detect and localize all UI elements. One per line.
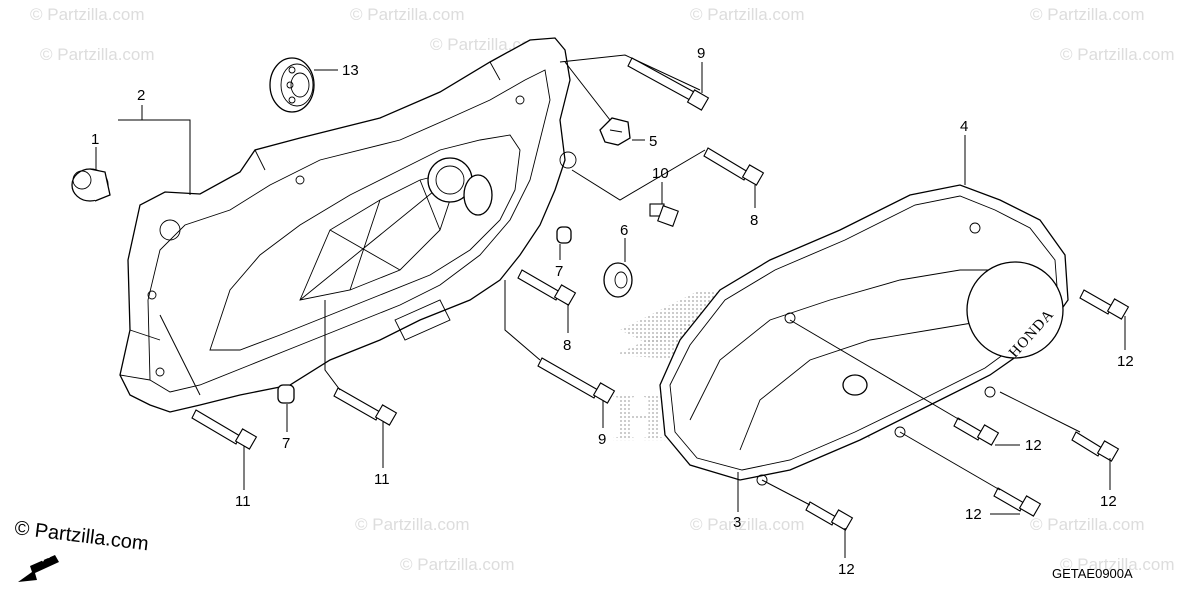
- brand-text: © Partzilla.com: [13, 517, 149, 555]
- callout-2: 2: [137, 87, 145, 104]
- bolt-11-mid: [333, 387, 398, 426]
- watermark-text: © Partzilla.com: [400, 555, 515, 574]
- callout-3: 3: [733, 514, 741, 531]
- callout-11: 11: [374, 471, 390, 488]
- callout-5: 5: [649, 133, 657, 150]
- bolt-9-top: [627, 57, 710, 111]
- callout-12: 12: [965, 506, 982, 523]
- callout-1: 1: [91, 131, 99, 148]
- callout-6: 6: [620, 222, 628, 239]
- clip-part-5: [599, 117, 631, 146]
- callout-12: 12: [838, 561, 855, 578]
- callout-8: 8: [563, 337, 571, 354]
- watermark-text: © Partzilla.com: [30, 5, 145, 24]
- bolt-8-lower: [517, 269, 577, 306]
- callout-9: 9: [697, 45, 705, 62]
- callout-7: 7: [555, 263, 563, 280]
- watermark-text: © Partzilla.com: [1060, 45, 1175, 64]
- seal-part-6: [603, 262, 633, 298]
- bolt-12-right-top: [1079, 289, 1130, 320]
- callout-9: 9: [598, 431, 606, 448]
- callout-12: 12: [1025, 437, 1042, 454]
- watermark-text: © Partzilla.com: [1030, 515, 1145, 534]
- watermark-text: © Partzilla.com: [690, 5, 805, 24]
- callout-labels: 1 2 13 9 5 4 10 8 6 7 8 12 9 7 12 11 11 …: [91, 45, 1134, 578]
- dowel-pin-part-7: [277, 226, 572, 404]
- leader-lines: [95, 54, 1126, 558]
- bolt-12-center: [953, 417, 1000, 446]
- bearing-part-13: [269, 57, 315, 113]
- callout-11: 11: [235, 493, 251, 510]
- watermark-text: © Partzilla.com: [1060, 555, 1175, 574]
- watermark-text: © Partzilla.com: [350, 5, 465, 24]
- bolt-12-right-lower: [1071, 431, 1120, 462]
- bolt-11-left: [191, 409, 258, 450]
- brand-mark: © Partzilla.com: [13, 517, 149, 555]
- watermark-text: © Partzilla.com: [355, 515, 470, 534]
- callout-7: 7: [282, 435, 290, 452]
- callout-12: 12: [1117, 353, 1134, 370]
- callout-10: 10: [652, 165, 669, 182]
- bolt-9-lower: [537, 357, 616, 404]
- callout-12: 12: [1100, 493, 1117, 510]
- watermark-text: © Partzilla.com: [40, 45, 155, 64]
- bolt-group: [191, 57, 1130, 531]
- callout-8: 8: [750, 212, 758, 229]
- diagram-code: GETAE0900A: [1052, 566, 1133, 581]
- transmission-cover: HONDA: [659, 184, 1069, 486]
- left-crankcase-cover: [119, 37, 577, 413]
- rubber-mount-part-1: [71, 168, 111, 202]
- callout-13: 13: [342, 62, 359, 79]
- watermark-text: © Partzilla.com: [1030, 5, 1145, 24]
- bolt-12-bottom: [805, 501, 854, 531]
- bolt-8-upper: [703, 147, 765, 186]
- bolt-12-bottom-right: [993, 487, 1042, 517]
- front-arrow-icon: FR.: [18, 545, 59, 582]
- callout-4: 4: [960, 118, 968, 135]
- bolt-10: [649, 203, 679, 227]
- watermark-group: © Partzilla.com © Partzilla.com © Partzi…: [30, 5, 1175, 574]
- watermark-text: © Partzilla.com: [690, 515, 805, 534]
